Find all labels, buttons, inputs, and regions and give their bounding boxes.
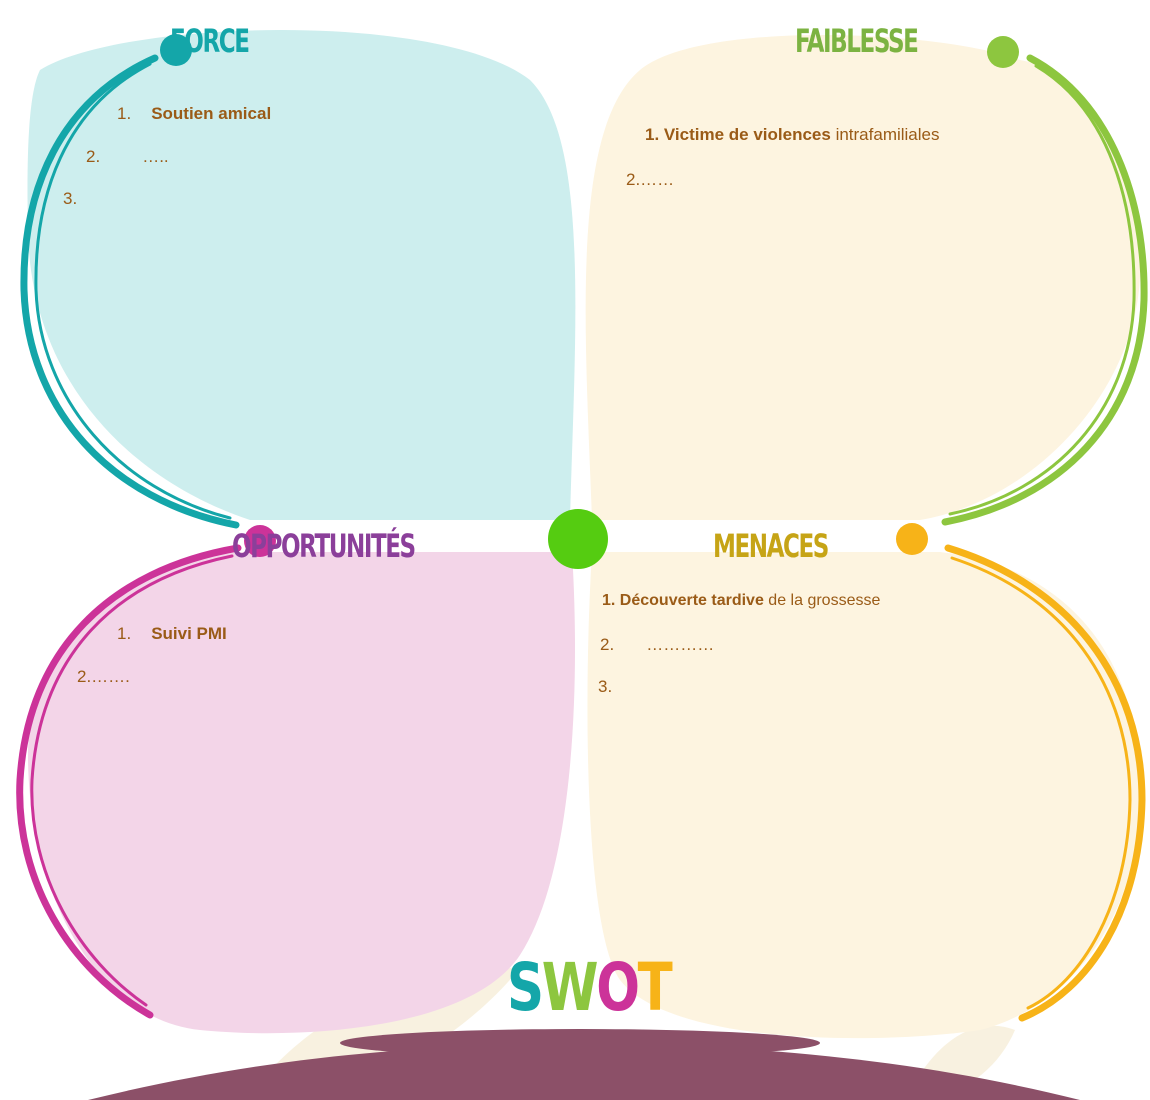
item-number: 1. [117, 624, 132, 643]
item-text: de la grossesse [763, 592, 881, 609]
menaces-title: MENACES [713, 527, 829, 565]
faiblesse-blob [585, 35, 1141, 520]
item-text: intrafamiliales [830, 125, 940, 144]
opportunites-dot [244, 525, 276, 557]
swot-letter-t: T [637, 949, 673, 1026]
item-number: 3. [63, 189, 78, 208]
faiblesse-item-2: 2.…… [626, 171, 674, 188]
faiblesse-dot [987, 36, 1019, 68]
force-blob [27, 30, 576, 520]
faiblesse-item-1: 1. Victime de violences intrafamiliales [645, 126, 940, 143]
faiblesse-arc [941, 54, 1148, 526]
item-text: 2.…… [626, 170, 675, 189]
swot-letter-w: W [541, 949, 599, 1026]
force-item-2: 2. ….. [86, 148, 169, 165]
force-title: FORCE [170, 22, 250, 60]
item-text: 2.……. [77, 667, 130, 686]
swot-letter-o: O [596, 949, 640, 1026]
item-number: 2. [600, 635, 615, 654]
item-strong-text: Soutien amical [151, 104, 272, 123]
faiblesse-title: FAIBLESSE [795, 22, 919, 60]
menaces-dot [896, 523, 928, 555]
force-item-1: 1. Soutien amical [117, 105, 271, 122]
item-number: 3. [598, 677, 613, 696]
force-dot [160, 34, 192, 66]
swot-letter-s: S [507, 949, 544, 1026]
force-item-3: 3. [63, 190, 97, 207]
force-arc [20, 54, 240, 529]
opportunites-title: OPPORTUNITÉS [232, 527, 416, 565]
item-strong-text: Suivi PMI [151, 624, 227, 643]
item-number: 2. [86, 147, 101, 166]
item-strong-text: 1. Victime de violences [645, 125, 831, 144]
item-number: 1. [117, 104, 132, 123]
opportunites-item-2: 2.……. [77, 668, 130, 685]
item-text: ….. [142, 147, 169, 166]
menaces-blob [587, 552, 1140, 1039]
menaces-item-2: 2. ………… [600, 636, 714, 653]
base-dome [88, 1043, 1080, 1100]
base-dome-top [340, 1029, 820, 1057]
menaces-item-3: 3. [598, 678, 632, 695]
opportunites-item-1: 1. Suivi PMI [117, 625, 227, 642]
swot-wordmark: SWOT [507, 955, 673, 1021]
opportunites-blob [27, 552, 576, 1034]
menaces-item-1: 1. Découverte tardive de la grossesse [602, 593, 880, 609]
item-text: ………… [646, 635, 715, 654]
center-dot [548, 509, 608, 569]
item-strong-text: 1. Découverte tardive [602, 592, 764, 609]
opportunites-arc [16, 544, 242, 1019]
menaces-arc [944, 544, 1146, 1022]
